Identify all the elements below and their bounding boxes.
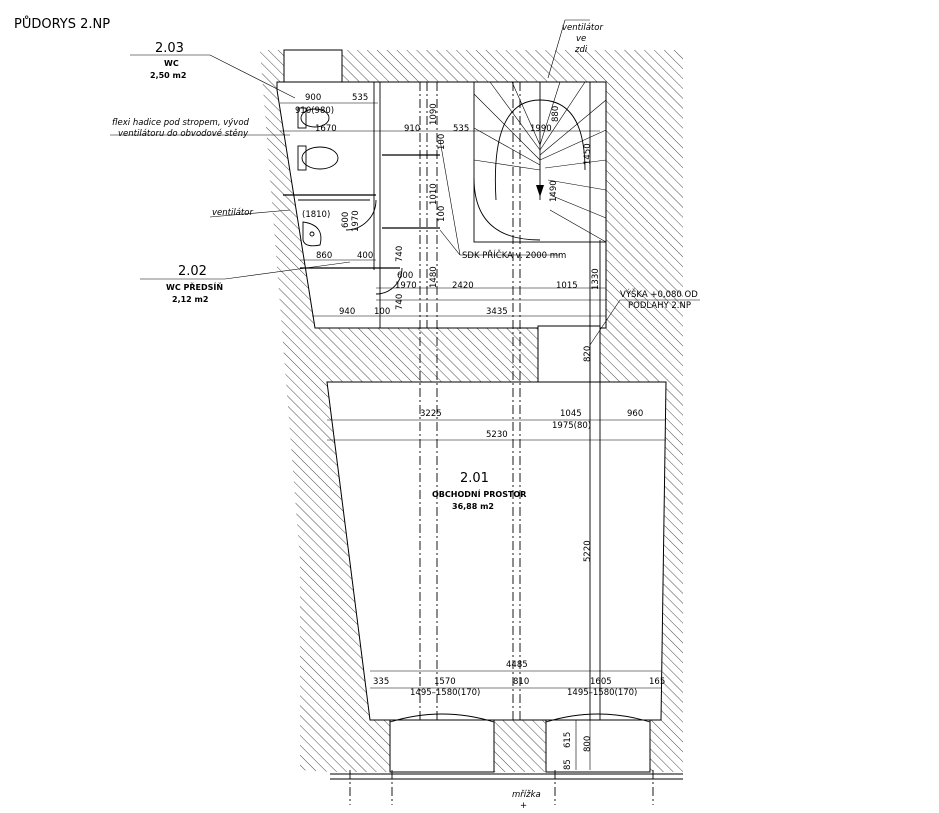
note-flexi-2: ventilátoru do obvodové stěny bbox=[118, 128, 249, 139]
dim-740b: 740 bbox=[395, 294, 405, 310]
sink bbox=[302, 221, 322, 247]
arch-right bbox=[545, 713, 651, 723]
dim-165: 165 bbox=[649, 677, 665, 687]
room-wc-name: WC bbox=[164, 59, 179, 68]
dim-1970a: 1970 bbox=[351, 210, 361, 232]
predsin-door-swing bbox=[375, 267, 403, 295]
dim-740a: 740 bbox=[395, 246, 405, 262]
dim-100c: 100 bbox=[374, 307, 390, 317]
note-flexi-1: flexi hadice pod stropem, vývod bbox=[112, 118, 250, 128]
dim-1090: 1090 bbox=[429, 103, 439, 125]
dim-535b: 535 bbox=[453, 124, 469, 134]
shop-room-outline bbox=[326, 381, 667, 721]
dim-1975: 1975(80) bbox=[552, 421, 591, 431]
room-predsin-name: WC PŘEDSÍŇ bbox=[166, 281, 223, 292]
dim-1495a: 1495–1580(170) bbox=[410, 688, 480, 698]
dim-1990: 1990 bbox=[530, 124, 552, 134]
dim-600a: 600 bbox=[341, 212, 351, 228]
dim-1015: 1015 bbox=[556, 281, 578, 291]
dim-1480: 1480 bbox=[429, 266, 439, 288]
dim-1490: 1490 bbox=[549, 180, 559, 202]
dim-1605: 1605 bbox=[590, 677, 612, 687]
dim-810: 810 bbox=[513, 677, 529, 687]
arch-left bbox=[389, 713, 495, 723]
dim-100a: 100 bbox=[437, 134, 447, 150]
dim-2420: 2420 bbox=[452, 281, 474, 291]
dim-1495b: 1495–1580(170) bbox=[567, 688, 637, 698]
drawing-title: PŮDORYS 2.NP bbox=[14, 16, 110, 32]
dim-880: 880 bbox=[551, 106, 561, 122]
room-predsin-number: 2.02 bbox=[178, 264, 207, 279]
bottom-niche-right bbox=[545, 719, 651, 773]
dim-860: 860 bbox=[316, 251, 332, 261]
room-obchod-area: 36,88 m2 bbox=[452, 502, 494, 511]
note-ventilator-wall-2: ve bbox=[576, 34, 586, 44]
dim-1330: 1330 bbox=[591, 268, 601, 290]
dim-615: 615 bbox=[563, 732, 573, 748]
dim-1045: 1045 bbox=[560, 409, 582, 419]
note-plus: + bbox=[520, 801, 527, 811]
dim-910: 910 bbox=[404, 124, 420, 134]
note-vyska-1: VÝŠKA +0,080 OD bbox=[620, 288, 698, 300]
dim-960: 960 bbox=[627, 409, 643, 419]
room-obchod-number: 2.01 bbox=[460, 471, 489, 486]
dim-1670: 1670 bbox=[315, 124, 337, 134]
note-sdk: SDK PŘÍČKA v. 2000 mm bbox=[462, 249, 566, 261]
toilet-lower bbox=[297, 145, 339, 171]
dim-3225: 3225 bbox=[420, 409, 442, 419]
room-obchod-name: OBCHODNÍ PROSTOR bbox=[432, 488, 526, 499]
dim-910-980: 910(980) bbox=[295, 106, 334, 116]
dim-100b: 100 bbox=[437, 206, 447, 222]
dim-85: 85 bbox=[563, 759, 573, 770]
dim-5230: 5230 bbox=[486, 430, 508, 440]
dim-900: 900 bbox=[305, 93, 321, 103]
note-ventilator-wall-1: ventilátor bbox=[562, 23, 603, 33]
room-predsin-area: 2,12 m2 bbox=[172, 295, 208, 304]
note-ventilator: ventilátor bbox=[212, 208, 253, 218]
dim-820: 820 bbox=[583, 346, 593, 362]
dimension-lines bbox=[280, 102, 666, 770]
dim-600b: 600 bbox=[397, 271, 413, 281]
leader-lines bbox=[110, 19, 700, 346]
dim-3435: 3435 bbox=[486, 307, 508, 317]
chimney-block bbox=[283, 49, 343, 83]
room-wc-area: 2,50 m2 bbox=[150, 71, 186, 80]
wc-door-swing bbox=[345, 199, 377, 231]
room-wc-number: 2.03 bbox=[155, 41, 184, 56]
note-vyska-2: PODLAHY 2.NP bbox=[628, 301, 691, 311]
note-mrizka: mřížka bbox=[512, 790, 541, 800]
dim-1010: 1010 bbox=[429, 183, 439, 205]
dim-335: 335 bbox=[373, 677, 389, 687]
dim-800: 800 bbox=[583, 736, 593, 752]
dim-940: 940 bbox=[339, 307, 355, 317]
dim-400: 400 bbox=[357, 251, 373, 261]
note-ventilator-wall-3: zdi bbox=[574, 45, 588, 55]
bottom-niche-left bbox=[389, 719, 495, 773]
dim-1810: (1810) bbox=[302, 210, 330, 220]
dim-535a: 535 bbox=[352, 93, 368, 103]
dim-4485: 4485 bbox=[506, 660, 528, 670]
staircase bbox=[473, 81, 607, 243]
dim-1570: 1570 bbox=[434, 677, 456, 687]
dim-5220: 5220 bbox=[583, 540, 593, 562]
dim-1450: 1450 bbox=[583, 143, 593, 165]
dim-1970b: 1970 bbox=[395, 281, 417, 291]
toilet-upper bbox=[297, 107, 330, 129]
